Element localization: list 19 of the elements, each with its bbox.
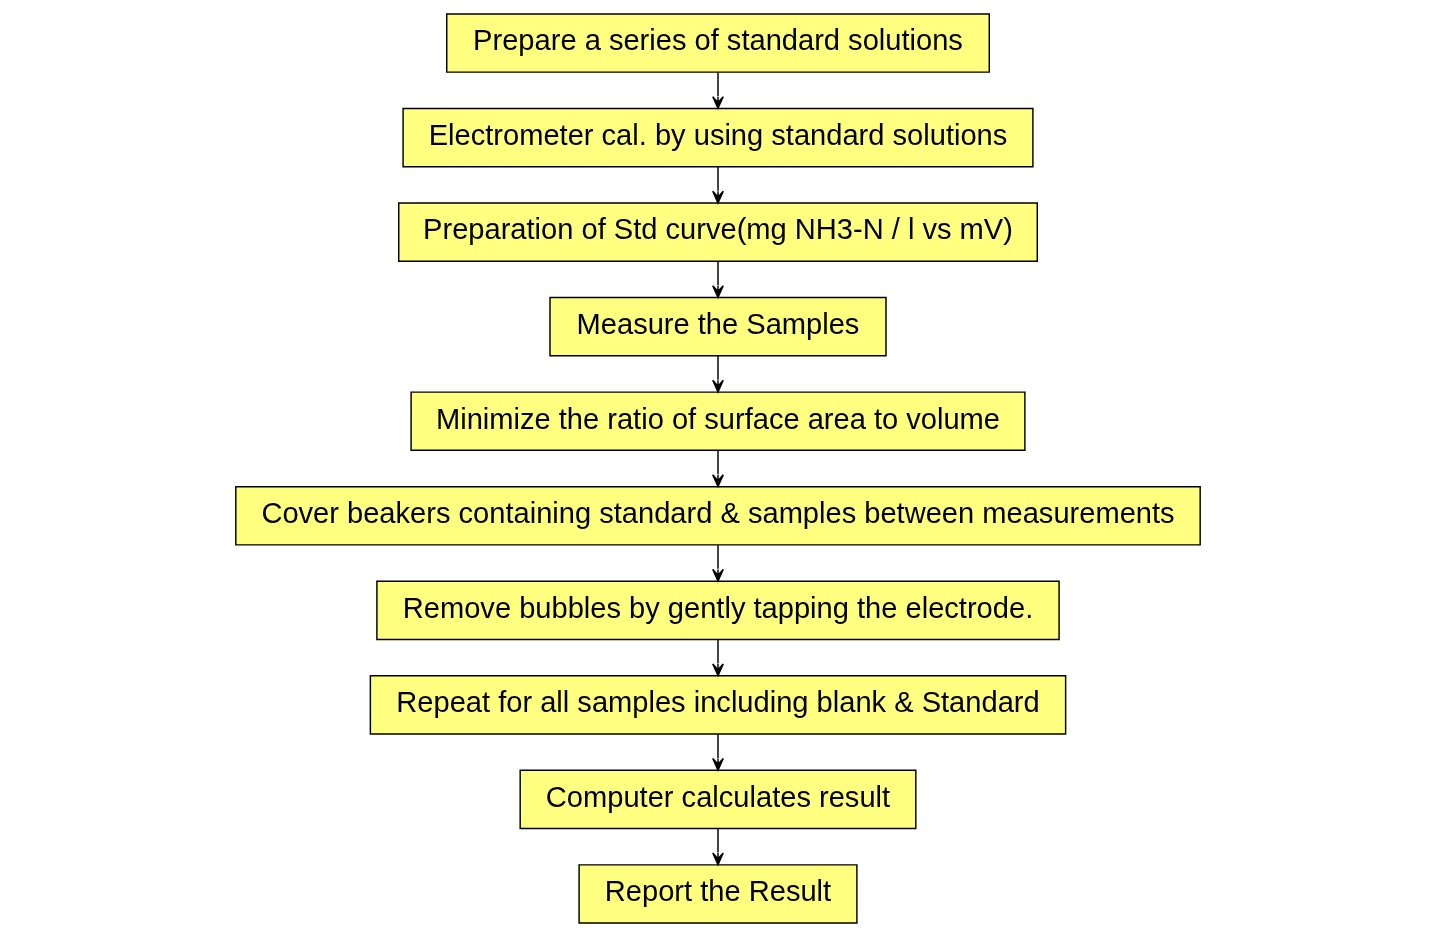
arrow xyxy=(711,544,724,582)
node-box: Cover beakers containing standard & samples between measurements xyxy=(234,485,1201,546)
arrow xyxy=(711,449,724,488)
node-box: Repeat for all samples including blank & Standard xyxy=(369,675,1066,735)
arrow xyxy=(711,639,724,677)
node-box: Computer calculates result xyxy=(518,769,917,830)
node-box: Preparation of Std curve(mg NH3-N / l vs mV) xyxy=(397,202,1038,262)
arrow xyxy=(711,71,724,110)
node-box: Prepare a series of standard solutions xyxy=(445,13,990,73)
node-box: Report the Result xyxy=(577,864,858,924)
node-box: Measure the Samples xyxy=(548,296,887,357)
arrow xyxy=(711,355,724,393)
arrow xyxy=(711,733,724,771)
arrow xyxy=(711,828,724,866)
node-box: Remove bubbles by gently tapping the electrode. xyxy=(375,580,1060,641)
node-box: Minimize the ratio of surface area to volume xyxy=(409,391,1026,452)
arrow xyxy=(711,260,724,299)
node-box: Electrometer cal. by using standard solutions xyxy=(401,107,1034,168)
arrow xyxy=(711,166,724,204)
